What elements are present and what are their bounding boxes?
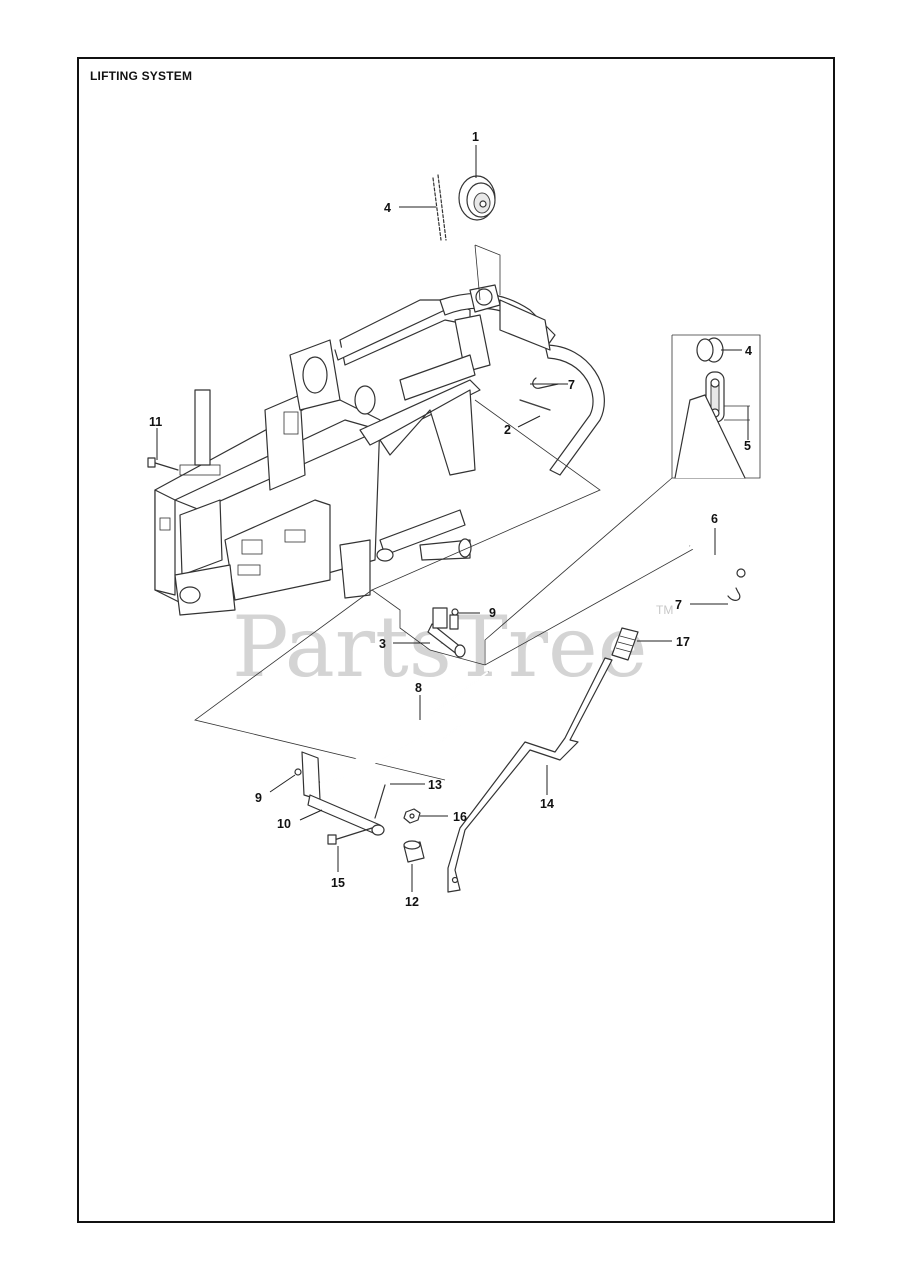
part-12-spacer[interactable] (403, 840, 425, 863)
callout-9-lower: 9 (255, 791, 262, 805)
callout-2: 2 (504, 423, 511, 437)
callout-16: 16 (453, 810, 467, 824)
callout-15: 15 (331, 876, 345, 890)
leader-lines (156, 145, 749, 892)
callout-11: 11 (149, 415, 162, 429)
part-10-lift-arm[interactable] (301, 751, 385, 836)
part-8-link-rod[interactable] (319, 671, 489, 783)
part-9-clip-upper[interactable] (451, 608, 459, 616)
part-9-clip-lower[interactable] (294, 768, 302, 776)
watermark-trademark: TM (656, 603, 673, 617)
callout-4: 4 (384, 201, 391, 215)
part-1-pulley[interactable] (458, 175, 496, 221)
part-7-clip-lower[interactable] (727, 587, 741, 601)
callout-10: 10 (277, 817, 291, 831)
callout-labels: 1 4 7 2 11 4 5 6 7 9 3 17 8 9 10 13 16 1… (149, 130, 752, 909)
callout-17: 17 (676, 635, 690, 649)
callout-6: 6 (711, 512, 718, 526)
part-14-lift-lever[interactable] (447, 657, 613, 893)
callout-7: 7 (568, 378, 575, 392)
callout-14: 14 (540, 797, 554, 811)
callout-13: 13 (428, 778, 442, 792)
part-11-bolt[interactable] (147, 457, 179, 471)
part-16-nut[interactable] (403, 808, 421, 824)
callout-3: 3 (379, 637, 386, 651)
part-4-chain[interactable] (432, 174, 447, 241)
callout-12: 12 (405, 895, 419, 909)
callout-4-inset: 4 (745, 344, 752, 358)
callout-8: 8 (415, 681, 422, 695)
part-13-spring-pin[interactable] (374, 784, 386, 819)
diagram-frame (77, 57, 835, 1223)
part-7-clip-upper[interactable] (532, 377, 559, 389)
part-3-bushing[interactable] (427, 607, 466, 658)
inset-detail-chain-link (674, 337, 750, 479)
callout-7-lower: 7 (675, 598, 682, 612)
callout-5: 5 (744, 439, 751, 453)
part-6-rod[interactable] (689, 544, 746, 578)
part-2-pin[interactable] (519, 399, 551, 411)
diagram-title: LIFTING SYSTEM (90, 69, 193, 83)
part-17-handle-grip[interactable] (611, 627, 639, 661)
callout-1: 1 (472, 130, 479, 144)
part-15-bolt[interactable] (327, 827, 373, 845)
chassis-frame (154, 284, 605, 616)
callout-9: 9 (489, 606, 496, 620)
